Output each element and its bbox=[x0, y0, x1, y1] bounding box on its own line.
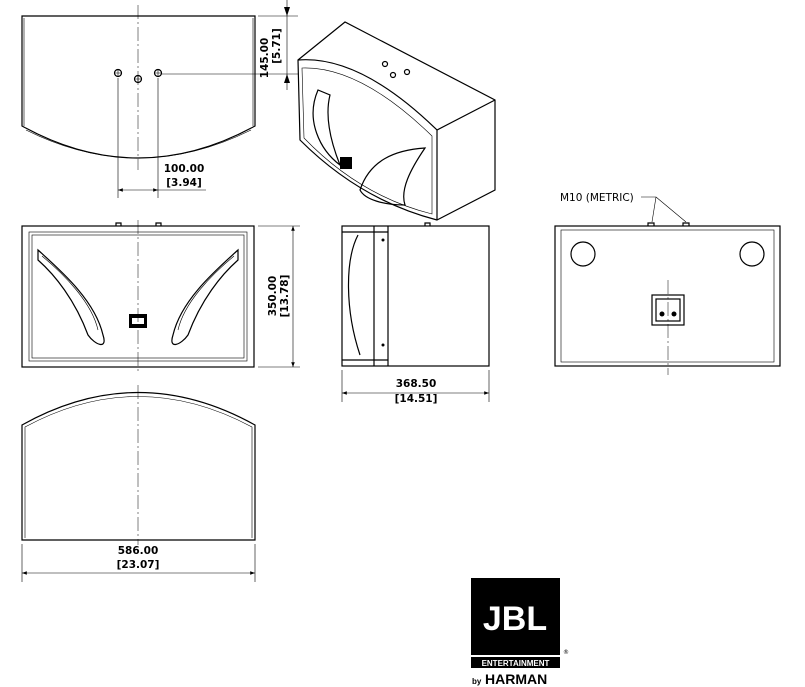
front-view bbox=[21, 220, 300, 372]
svg-text:by: by bbox=[472, 677, 482, 686]
width-in: [23.07] bbox=[117, 559, 160, 571]
top-depth-in: [5.71] bbox=[271, 28, 283, 64]
top-depth-mm: 145.00 bbox=[259, 38, 271, 79]
mount-hole-icon bbox=[133, 74, 143, 84]
depth-in: [14.51] bbox=[395, 393, 438, 405]
bottom-view bbox=[21, 385, 256, 582]
mount-hole-icon bbox=[153, 68, 163, 78]
height-in: [13.78] bbox=[279, 275, 291, 318]
svg-text:®: ® bbox=[563, 649, 569, 656]
port-icon bbox=[739, 241, 765, 267]
isometric-view bbox=[297, 21, 496, 221]
port-icon bbox=[570, 241, 596, 267]
top-spacing-mm: 100.00 bbox=[164, 163, 205, 175]
m10-annotation: M10 (METRIC) bbox=[560, 192, 634, 204]
width-mm: 586.00 bbox=[118, 545, 159, 557]
depth-mm: 368.50 bbox=[396, 378, 437, 390]
height-mm: 350.00 bbox=[267, 276, 279, 317]
top-spacing-in: [3.94] bbox=[166, 177, 202, 189]
svg-text:ENTERTAINMENT: ENTERTAINMENT bbox=[482, 659, 550, 668]
rear-view bbox=[554, 196, 781, 375]
mount-hole-icon bbox=[113, 68, 123, 78]
jbl-harman-logo: JBL ® ENTERTAINMENT by HARMAN bbox=[471, 578, 569, 687]
svg-text:JBL: JBL bbox=[483, 600, 547, 638]
side-view bbox=[341, 222, 490, 402]
svg-text:HARMAN: HARMAN bbox=[485, 671, 547, 687]
top-view bbox=[21, 0, 298, 198]
